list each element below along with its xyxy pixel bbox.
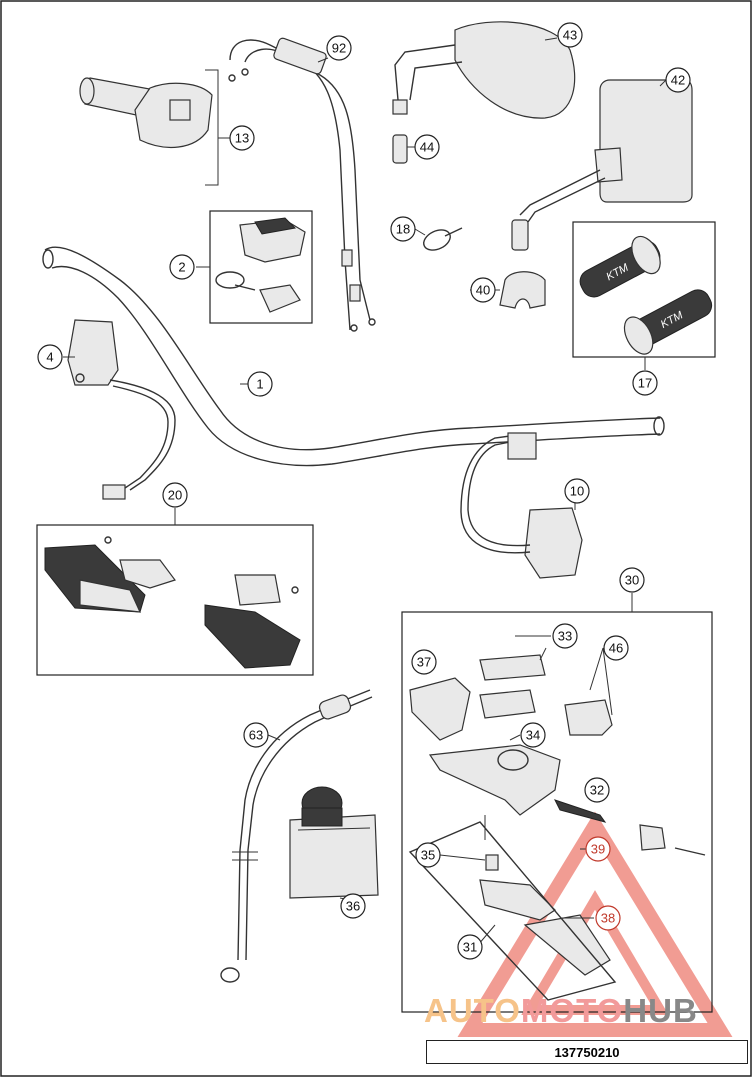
svg-text:43: 43 [563,28,577,43]
svg-text:40: 40 [476,283,490,298]
grips-box: KTM KTM [572,221,716,358]
svg-text:1: 1 [256,377,263,392]
kill-switch [67,319,176,500]
callout-40: 40 [470,277,496,303]
svg-text:34: 34 [526,728,540,743]
svg-text:44: 44 [420,140,434,155]
svg-text:39: 39 [591,842,605,857]
callout-38: 38 [595,905,621,931]
master-cylinder-box [401,611,713,1013]
callout-44: 44 [414,134,440,160]
callout-17: 17 [632,370,658,396]
callout-36: 36 [340,893,366,919]
svg-text:4: 4 [46,350,53,365]
svg-text:46: 46 [609,641,623,656]
callout-42: 42 [665,67,691,93]
handlebar [42,246,665,467]
mirror-left [392,21,576,119]
callout-2: 2 [169,254,195,280]
light-switch [460,432,583,579]
svg-text:35: 35 [421,848,435,863]
callout-37: 37 [411,649,437,675]
svg-text:17: 17 [638,376,652,391]
svg-text:2: 2 [178,260,185,275]
switch-kit-box [209,210,313,324]
brake-fluid-bottle [289,786,379,899]
mirror-adapter [392,134,408,164]
clamp [499,271,546,309]
watermark-part-c: HUB [623,992,698,1029]
watermark-part-a: AUTO [424,992,521,1029]
callout-20: 20 [162,482,188,508]
svg-text:92: 92 [332,41,346,56]
callout-13: 13 [229,125,255,151]
svg-text:42: 42 [671,73,685,88]
cable-tie [423,227,463,251]
svg-text:10: 10 [570,484,584,499]
throttle-cables [228,37,376,332]
watermark-part-b: MOTO [520,992,624,1029]
svg-text:63: 63 [249,728,263,743]
callout-18: 18 [390,216,416,242]
svg-text:13: 13 [235,131,249,146]
svg-text:32: 32 [590,783,604,798]
callout-4: 4 [37,344,63,370]
svg-text:30: 30 [625,573,639,588]
callout-30: 30 [619,567,645,593]
brake-line [220,689,373,983]
callout-35: 35 [415,842,441,868]
callout-34: 34 [520,722,546,748]
svg-text:38: 38 [601,911,615,926]
callout-31: 31 [457,934,483,960]
callout-33: 33 [552,623,578,649]
callout-43: 43 [557,22,583,48]
callout-92: 92 [326,35,352,61]
svg-text:18: 18 [396,222,410,237]
svg-text:33: 33 [558,629,572,644]
mirror-right [511,79,693,251]
callout-46: 46 [603,635,629,661]
svg-text:37: 37 [417,655,431,670]
svg-text:20: 20 [168,488,182,503]
svg-text:36: 36 [346,899,360,914]
handguard-box [36,524,314,676]
throttle-grip [79,69,219,186]
svg-text:31: 31 [463,940,477,955]
callout-1: 1 [247,371,273,397]
callout-63: 63 [243,722,269,748]
callout-39: 39 [585,836,611,862]
callout-10: 10 [564,478,590,504]
callout-32: 32 [584,777,610,803]
watermark-logo: AUTOMOTOHUB [424,992,698,1030]
document-number: 137750210 [426,1040,748,1064]
